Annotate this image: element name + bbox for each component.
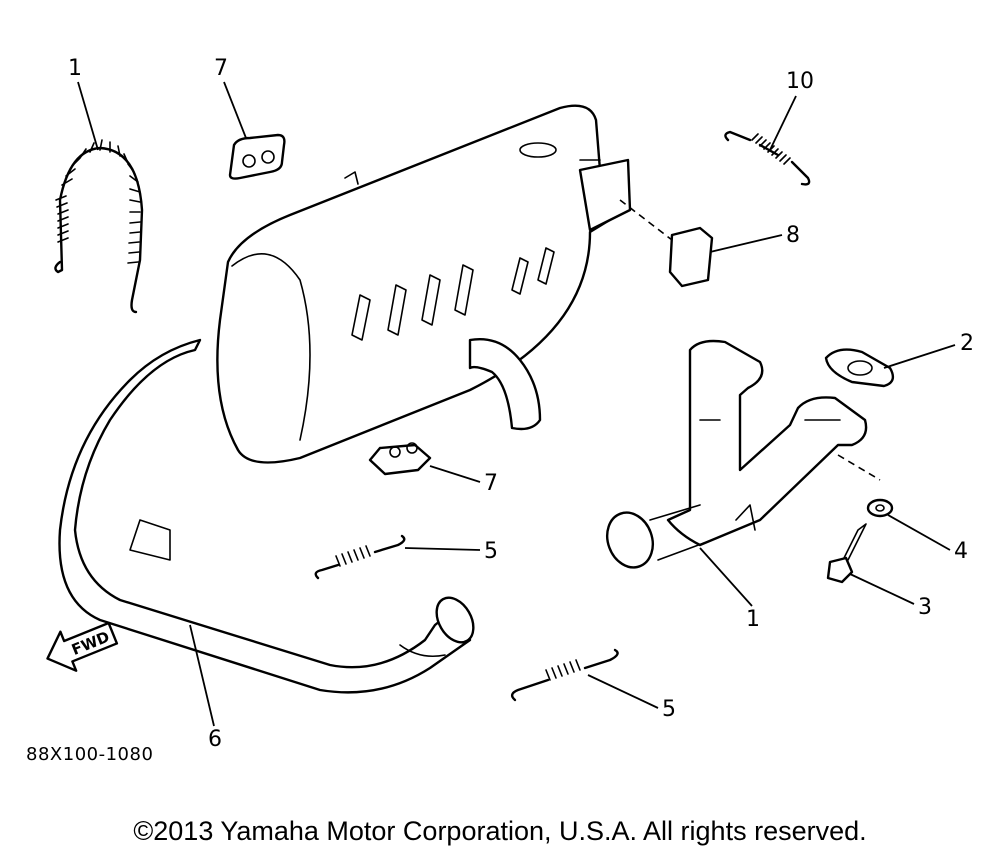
damper-7-top <box>228 133 286 180</box>
callout-1: 1 <box>746 607 760 632</box>
y-pipe-1 <box>606 339 868 569</box>
callout-6: 6 <box>208 727 222 752</box>
leader-2 <box>883 344 956 369</box>
callout-7-top: 7 <box>214 56 228 81</box>
copyright-notice: ©2013 Yamaha Motor Corporation, U.S.A. A… <box>133 816 867 846</box>
spring-5-upper <box>314 534 406 580</box>
leader-3 <box>849 573 915 605</box>
damper-8 <box>668 226 714 288</box>
leader-8 <box>709 234 783 253</box>
exhaust-pipe-6 <box>58 338 475 694</box>
muffler <box>216 104 632 464</box>
leader-10 <box>769 95 797 151</box>
dash-8 <box>619 199 673 241</box>
damper-7-mid <box>368 442 432 476</box>
leader-7-top <box>223 81 247 139</box>
leader-7-mid <box>429 465 481 483</box>
callout-5-lower: 5 <box>662 697 676 722</box>
fwd-arrow-icon: FWD <box>46 621 119 672</box>
spring-10 <box>724 130 811 186</box>
callout-7-mid: 7 <box>484 471 498 496</box>
callout-10: 10 <box>786 69 814 94</box>
callout-3: 3 <box>918 595 932 620</box>
leader-4 <box>887 514 951 551</box>
gasket-2 <box>824 348 895 388</box>
diagram-code: 88X100-1080 <box>26 744 153 765</box>
callout-9: 1 <box>68 56 82 81</box>
callout-8: 8 <box>786 223 800 248</box>
callout-2: 2 <box>960 331 974 356</box>
leader-5-upper <box>404 547 481 551</box>
leader-5-lower <box>587 674 659 709</box>
bolt-3 <box>826 523 867 584</box>
washer-4 <box>866 498 894 518</box>
spring-5-lower <box>510 648 619 702</box>
callout-4: 4 <box>954 539 968 564</box>
dash-1 <box>837 454 881 481</box>
callout-5-upper: 5 <box>484 539 498 564</box>
leader-6 <box>189 624 215 727</box>
leader-9 <box>77 81 99 151</box>
leader-1 <box>699 547 753 607</box>
spring-9 <box>54 139 144 314</box>
